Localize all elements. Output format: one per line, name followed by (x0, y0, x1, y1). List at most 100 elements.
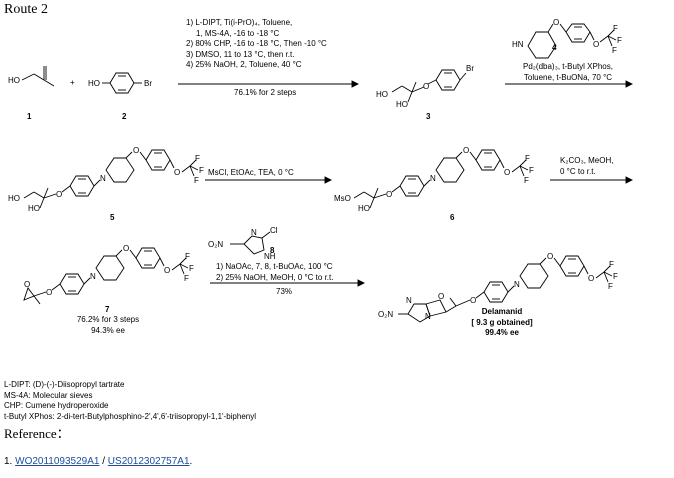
atom-label-f: F (185, 252, 190, 261)
atom-label-o: O (423, 82, 430, 91)
compound-number-3: 3 (426, 112, 431, 121)
compound-3-structure (391, 69, 467, 103)
abbreviation-line: L-DIPT: (D)-(-)-Diisopropyl tartrate (4, 380, 125, 389)
compound-6-structure (353, 149, 529, 209)
condition-line: 2) 80% CHP, -16 to -18 °C, Then -10 °C (186, 39, 327, 48)
condition-line: 1, MS-4A, -16 to -18 °C (196, 28, 280, 38)
condition-line: 4) 25% NaOH, 2, Toluene, 40 °C (186, 60, 302, 69)
atom-label-n: N (251, 228, 257, 237)
atom-label-o: O (470, 296, 477, 305)
atom-label-f: F (612, 46, 617, 55)
atom-label-o: O (24, 280, 31, 289)
plus-sign: + (70, 78, 75, 87)
atom-label-n: N (90, 272, 96, 281)
compound7-yield: 76.2% for 3 steps (76, 315, 140, 324)
step1-conditions: 1) L-DIPT, Ti(i-PrO)₄, Toluene, 1, MS-4A… (186, 18, 327, 71)
atom-label-f: F (525, 154, 530, 163)
product-amount: [ 9.3 g obtained] (471, 317, 533, 327)
compound-5-structure (23, 149, 199, 209)
compound-number-1: 1 (27, 112, 32, 121)
atom-label-hn: HN (512, 40, 524, 49)
atom-label-o2n: O₂N (378, 310, 394, 319)
atom-label-o: O (553, 18, 560, 27)
atom-label-f: F (529, 166, 534, 175)
compound-number-6: 6 (450, 213, 455, 222)
abbreviation-line: t-Butyl XPhos: 2-di-tert-Butylphosphino-… (4, 411, 257, 421)
atom-label-f: F (613, 24, 618, 33)
arrow-step-2 (505, 80, 634, 88)
compound-4-structure (527, 23, 617, 59)
delamanid-structure (398, 255, 613, 323)
compound-7-structure (23, 247, 189, 305)
condition-line: 1) L-DIPT, Ti(i-PrO)₄, Toluene, (186, 18, 293, 27)
step3-conditions: MsCl, EtOAc, TEA, 0 °C (208, 168, 294, 177)
compound-number-4: 4 (552, 43, 557, 52)
abbreviations: L-DIPT: (D)-(-)-Diisopropyl tartrate MS-… (4, 380, 256, 422)
atom-label-o: O (463, 146, 470, 155)
reference-line: 1. WO2011093529A1 / US2012302757A1. (4, 456, 192, 467)
atom-label-o: O (123, 244, 130, 253)
step2-conditions: Pd₂(dba)₃, t-Butyl XPhos, Toluene, t-BuO… (508, 62, 628, 83)
atom-label-f: F (617, 36, 622, 45)
atom-label-cl: Cl (270, 226, 278, 235)
abbreviation-line: MS-4A: Molecular sieves (4, 390, 93, 400)
atom-label-o: O (504, 168, 511, 177)
compound-number-8: 8 (270, 246, 275, 255)
compound-2-structure (102, 72, 142, 94)
atom-label-n: N (406, 296, 412, 305)
arrow-step-5 (210, 279, 366, 287)
atom-label-o: O (174, 168, 181, 177)
atom-label-f: F (189, 264, 194, 273)
step4-conditions: K₂CO₃, MeOH, 0 °C to r.t. (560, 156, 613, 177)
atom-label-f: F (184, 274, 189, 283)
atom-label-f: F (608, 282, 613, 291)
atom-label-n: N (425, 312, 431, 321)
atom-label-f: F (613, 272, 618, 281)
abbreviation-line: CHP: Cumene hydroperoxide (4, 401, 109, 410)
atom-label-nh: NH (264, 252, 276, 261)
atom-label-f: F (194, 176, 199, 185)
arrow-step-4 (550, 176, 634, 184)
arrow-step-1 (178, 80, 360, 88)
atom-label-o: O (56, 190, 63, 199)
atom-label-br: Br (144, 79, 152, 88)
atom-label-o: O (164, 266, 171, 275)
atom-label-n: N (100, 174, 106, 183)
reference-link-wo2011093529a1[interactable]: WO2011093529A1 (15, 456, 100, 467)
condition-line: 3) DMSO, 11 to 13 °C, then r.t. (186, 49, 295, 59)
atom-label-mso: MsO (334, 194, 351, 203)
atom-label-ho: HO (376, 90, 388, 99)
atom-label-ho: HO (88, 79, 100, 88)
compound-number-5: 5 (110, 213, 115, 222)
atom-label-f: F (195, 154, 200, 163)
atom-label-n: N (430, 174, 436, 183)
compound7-ee: 94.3% ee (91, 325, 125, 335)
atom-label-f: F (524, 176, 529, 185)
compound-8-structure (230, 231, 271, 255)
compound-number-7: 7 (105, 305, 110, 314)
atom-label-o: O (588, 274, 595, 283)
reference-separator: / (99, 456, 108, 467)
route-title: Route 2 (4, 2, 48, 17)
atom-label-br: Br (466, 64, 474, 73)
atom-label-o: O (133, 146, 140, 155)
atom-label-o2n: O₂N (208, 240, 224, 249)
product-ee: 99.4% ee (485, 328, 519, 337)
reference-link-us2012302757a1[interactable]: US2012302757A1 (107, 456, 190, 467)
compound7-info: 76.2% for 3 steps 94.3% ee (60, 315, 156, 336)
atom-label-f: F (199, 166, 204, 175)
step5-yield: 73% (276, 287, 293, 296)
product-info: Delamanid [ 9.3 g obtained] 99.4% ee (452, 307, 552, 339)
condition-line: K₂CO₃, MeOH, (560, 156, 614, 165)
atom-label-o: O (547, 252, 554, 261)
reference-heading: Reference： (4, 426, 70, 441)
atom-label-ho: HO (396, 100, 408, 109)
atom-label-n: N (514, 280, 520, 289)
atom-label-o: O (386, 190, 393, 199)
atom-label-ho: HO (8, 76, 20, 85)
atom-label-f: F (609, 260, 614, 269)
compound-1-structure (21, 66, 55, 87)
condition-line: Pd₂(dba)₃, t-Butyl XPhos, (523, 62, 613, 71)
condition-line: Toluene, t-BuONa, 70 °C (523, 72, 613, 82)
